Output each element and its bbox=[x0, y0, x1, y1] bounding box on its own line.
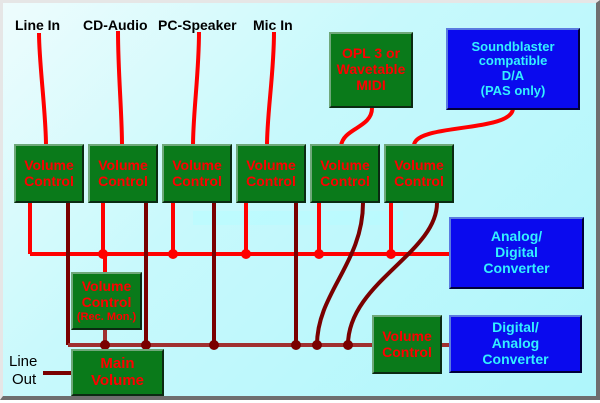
box-text: compatible bbox=[478, 53, 548, 69]
line-out-text: Line bbox=[9, 353, 38, 370]
input-label-mic-in: Mic In bbox=[253, 17, 293, 33]
box-text: Analog/ bbox=[490, 228, 543, 245]
junction bbox=[168, 249, 178, 259]
box-text: Digital/ bbox=[492, 319, 539, 336]
box-text: Wavetable bbox=[336, 61, 406, 78]
box-text: Volume bbox=[172, 156, 222, 173]
box-text: Volume bbox=[24, 156, 74, 173]
box-text: Control bbox=[98, 172, 148, 189]
volume-control-line-in: Volume Control bbox=[14, 144, 84, 203]
junction bbox=[312, 340, 322, 350]
out-drop-6 bbox=[346, 202, 439, 346]
box-text: Digital bbox=[495, 244, 538, 261]
junction bbox=[98, 249, 108, 259]
wire-line-in bbox=[37, 32, 48, 147]
box-text: Control bbox=[172, 172, 222, 189]
adc-box: Analog/ Digital Converter bbox=[449, 217, 584, 289]
box-text: Main bbox=[100, 354, 135, 372]
volume-control-sb-da: Volume Control bbox=[384, 144, 454, 203]
junction bbox=[100, 340, 110, 350]
soundblaster-da-box: Soundblaster compatible D/A (PAS only) bbox=[446, 28, 580, 110]
main-volume-box: Main Volume bbox=[71, 349, 164, 396]
box-text: Volume bbox=[90, 371, 145, 389]
box-text: OPL 3 or bbox=[341, 45, 401, 62]
wire-cd-audio bbox=[116, 30, 124, 147]
wire-mic-in bbox=[265, 31, 276, 147]
box-text: Volume bbox=[382, 327, 432, 344]
box-text: Volume bbox=[98, 156, 148, 173]
junction bbox=[291, 340, 301, 350]
junction bbox=[386, 249, 396, 259]
wire-sb-da bbox=[411, 107, 515, 147]
box-text: Volume bbox=[394, 156, 444, 173]
junction bbox=[343, 340, 353, 350]
junction bbox=[209, 340, 219, 350]
dac-box: Digital/ Analog Converter bbox=[449, 315, 582, 373]
box-text: Control bbox=[394, 172, 444, 189]
box-text: Analog bbox=[491, 335, 540, 352]
box-text: Converter bbox=[483, 259, 550, 276]
input-label-cd-audio: CD-Audio bbox=[83, 17, 148, 33]
box-text: Control bbox=[246, 172, 296, 189]
junction bbox=[314, 249, 324, 259]
input-label-line-in: Line In bbox=[15, 17, 61, 33]
box-text: (PAS only) bbox=[480, 82, 546, 98]
volume-control-rec-mon: Volume Control (Rec. Mon.) bbox=[71, 272, 142, 330]
volume-control-cd-audio: Volume Control bbox=[88, 144, 158, 203]
box-text: (Rec. Mon.) bbox=[76, 310, 137, 323]
volume-control-mic-in: Volume Control bbox=[236, 144, 306, 203]
box-text: Volume bbox=[246, 156, 296, 173]
wiring bbox=[28, 30, 515, 375]
line-out-text: Out bbox=[12, 371, 37, 388]
volume-control-opl3: Volume Control bbox=[310, 144, 380, 203]
wire-pc-speaker bbox=[191, 31, 201, 147]
box-text: MIDI bbox=[356, 76, 386, 93]
out-drop-5 bbox=[315, 202, 365, 346]
input-label-pc-speaker: PC-Speaker bbox=[158, 17, 237, 33]
box-text: Volume bbox=[81, 278, 132, 295]
line-out-label: Line Out bbox=[9, 353, 37, 389]
box-text: Soundblaster bbox=[471, 38, 555, 54]
wire-opl3 bbox=[339, 107, 374, 147]
box-text: Converter bbox=[482, 350, 549, 367]
volume-control-pc-speaker: Volume Control bbox=[162, 144, 232, 203]
box-text: Control bbox=[382, 343, 432, 360]
junction bbox=[241, 249, 251, 259]
opl3-midi-box: OPL 3 or Wavetable MIDI bbox=[329, 32, 413, 108]
volume-control-dac: Volume Control bbox=[372, 315, 442, 374]
box-text: Volume bbox=[320, 156, 370, 173]
box-text: D/A bbox=[501, 68, 525, 83]
box-text: Control bbox=[320, 172, 370, 189]
junction bbox=[141, 340, 151, 350]
box-text: Control bbox=[81, 293, 132, 310]
box-text: Control bbox=[24, 172, 74, 189]
